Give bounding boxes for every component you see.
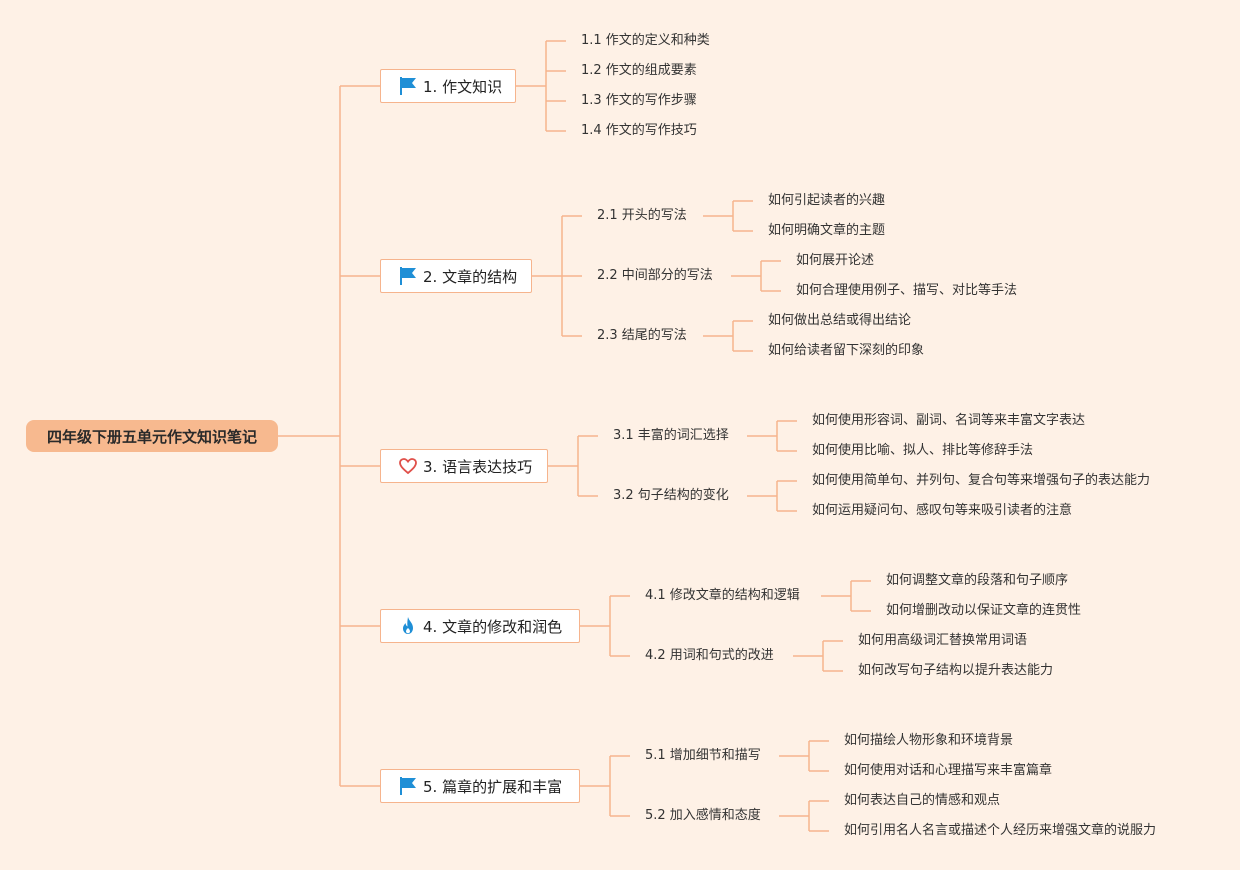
flag-icon: [397, 775, 419, 797]
branch-4-label: 4. 文章的修改和润色: [423, 617, 563, 636]
leaf-5-1-1[interactable]: 如何描绘人物形象和环境背景: [844, 733, 1014, 748]
branch-5-label: 5. 篇章的扩展和丰富: [423, 777, 563, 796]
topic-1-1[interactable]: 1.1 作文的定义和种类: [581, 33, 710, 48]
branch-2-topic[interactable]: 2. 文章的结构: [380, 259, 532, 293]
leaf-4-1-1[interactable]: 如何调整文章的段落和句子顺序: [886, 573, 1069, 588]
leaf-3-2-2[interactable]: 如何运用疑问句、感叹句等来吸引读者的注意: [812, 503, 1073, 518]
leaf-4-1-2[interactable]: 如何增删改动以保证文章的连贯性: [886, 603, 1082, 618]
branch-1-topic[interactable]: 1. 作文知识: [380, 69, 516, 103]
topic-5-1[interactable]: 5.1 增加细节和描写: [645, 748, 761, 763]
flame-icon: [397, 615, 419, 637]
root-topic[interactable]: 四年级下册五单元作文知识笔记: [26, 420, 278, 452]
topic-2-3[interactable]: 2.3 结尾的写法: [597, 328, 687, 343]
leaf-2-1-1[interactable]: 如何引起读者的兴趣: [768, 193, 886, 208]
leaf-3-2-1[interactable]: 如何使用简单句、并列句、复合句等来增强句子的表达能力: [812, 473, 1151, 488]
flag-icon: [397, 265, 419, 287]
topic-4-1[interactable]: 4.1 修改文章的结构和逻辑: [645, 588, 800, 603]
topic-3-2[interactable]: 3.2 句子结构的变化: [613, 488, 729, 503]
leaf-2-3-1[interactable]: 如何做出总结或得出结论: [768, 313, 912, 328]
branch-3-topic[interactable]: 3. 语言表达技巧: [380, 449, 548, 483]
topic-1-3[interactable]: 1.3 作文的写作步骤: [581, 93, 697, 108]
leaf-2-3-2[interactable]: 如何给读者留下深刻的印象: [768, 343, 925, 358]
branch-4-topic[interactable]: 4. 文章的修改和润色: [380, 609, 580, 643]
branch-3-label: 3. 语言表达技巧: [423, 457, 533, 476]
flag-icon: [397, 75, 419, 97]
leaf-5-2-2[interactable]: 如何引用名人名言或描述个人经历来增强文章的说服力: [844, 823, 1157, 838]
topic-4-2[interactable]: 4.2 用词和句式的改进: [645, 648, 774, 663]
root-title: 四年级下册五单元作文知识笔记: [46, 427, 257, 446]
branch-5-topic[interactable]: 5. 篇章的扩展和丰富: [380, 769, 580, 803]
leaf-3-1-1[interactable]: 如何使用形容词、副词、名词等来丰富文字表达: [812, 413, 1086, 428]
topic-3-1[interactable]: 3.1 丰富的词汇选择: [613, 428, 729, 443]
leaf-4-2-2[interactable]: 如何改写句子结构以提升表达能力: [858, 663, 1054, 678]
leaf-2-1-2[interactable]: 如何明确文章的主题: [768, 223, 886, 238]
topic-1-2[interactable]: 1.2 作文的组成要素: [581, 63, 697, 78]
branch-1-label: 1. 作文知识: [423, 77, 503, 96]
leaf-3-1-2[interactable]: 如何使用比喻、拟人、排比等修辞手法: [812, 443, 1034, 458]
topic-5-2[interactable]: 5.2 加入感情和态度: [645, 808, 761, 823]
topic-2-1[interactable]: 2.1 开头的写法: [597, 208, 687, 223]
leaf-2-2-2[interactable]: 如何合理使用例子、描写、对比等手法: [796, 283, 1018, 298]
leaf-4-2-1[interactable]: 如何用高级词汇替换常用词语: [858, 633, 1028, 648]
topic-2-2[interactable]: 2.2 中间部分的写法: [597, 268, 713, 283]
leaf-5-2-1[interactable]: 如何表达自己的情感和观点: [844, 793, 1001, 808]
heart-icon: [397, 455, 419, 477]
branch-2-label: 2. 文章的结构: [423, 267, 518, 286]
leaf-2-2-1[interactable]: 如何展开论述: [796, 253, 875, 268]
leaf-5-1-2[interactable]: 如何使用对话和心理描写来丰富篇章: [844, 763, 1053, 778]
topic-1-4[interactable]: 1.4 作文的写作技巧: [581, 123, 697, 138]
